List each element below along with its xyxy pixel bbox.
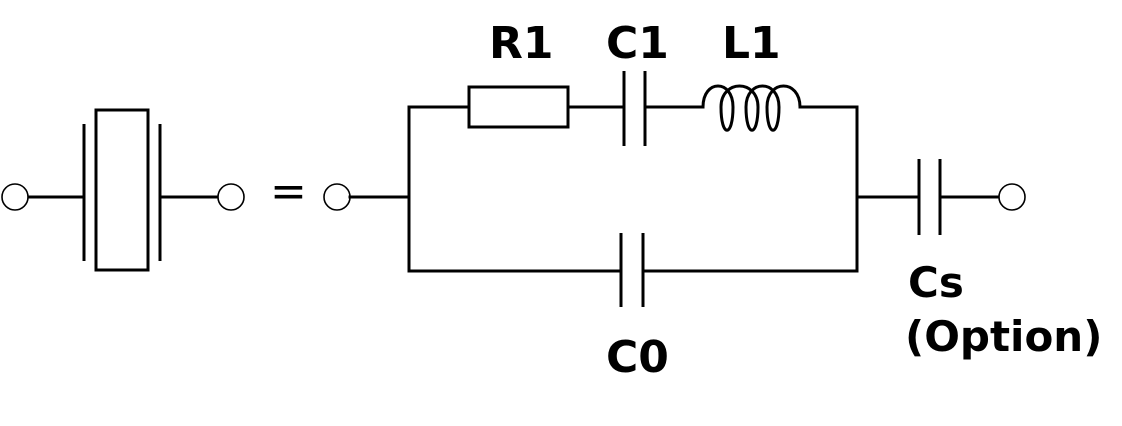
crystal-terminal-right xyxy=(217,183,245,211)
resistor-r1 xyxy=(467,85,570,129)
circuit-terminal-left xyxy=(323,183,351,211)
label-l1: L1 xyxy=(722,18,781,69)
crystal-terminal-left xyxy=(1,183,29,211)
label-cs: Cs xyxy=(908,258,964,307)
label-cs-option: (Option) xyxy=(905,312,1103,361)
crystal-body xyxy=(94,108,150,272)
equals-sign: = xyxy=(270,166,307,217)
label-c0: C0 xyxy=(606,332,669,383)
circuit-terminal-right xyxy=(998,183,1026,211)
crystal-symbol xyxy=(1,108,245,272)
inductor-l1 xyxy=(701,84,802,132)
equivalent-circuit xyxy=(323,71,1026,307)
label-r1: R1 xyxy=(489,18,554,69)
label-c1: C1 xyxy=(606,18,669,69)
